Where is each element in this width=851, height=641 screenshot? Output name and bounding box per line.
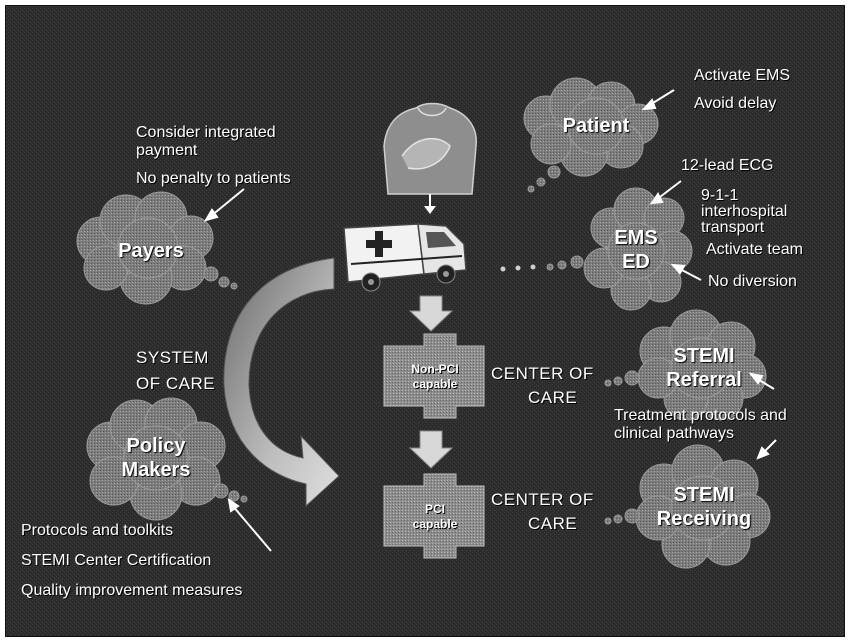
slide-frame: Patient Payers EMS ED Policy Makers STEM…: [5, 5, 845, 637]
system-of-care-line-2: OF CARE: [136, 374, 216, 393]
patient-cloud: [523, 77, 659, 193]
stemi-receiving-cloud: [604, 444, 771, 569]
treatment-note-1: Treatment protocols and: [614, 407, 787, 424]
policy-note-certification: STEMI Center Certification: [21, 552, 212, 569]
ems-note-transport: transport: [701, 219, 765, 236]
down-arrow-icon: [408, 295, 454, 332]
non-pci-label-2: capable: [412, 377, 458, 391]
treatment-note-2: clinical pathways: [614, 425, 735, 442]
payer-note-payment: payment: [136, 142, 198, 159]
dotted-trail: [500, 264, 536, 272]
system-of-care-line-1: SYSTEM: [136, 348, 209, 367]
stemi-referral-label-1: STEMI: [673, 345, 735, 367]
payer-note-consider: Consider integrated: [136, 124, 276, 141]
policy-cloud-label: Policy: [126, 435, 186, 457]
makers-cloud-label: Makers: [121, 459, 191, 481]
policy-note-protocols: Protocols and toolkits: [21, 522, 174, 539]
pci-label-2: capable: [412, 517, 458, 531]
stemi-receiving-label-2: Receiving: [656, 508, 752, 530]
ems-note-ecg: 12-lead ECG: [681, 157, 774, 174]
stemi-referral-label-2: Referral: [666, 369, 742, 391]
payers-cloud-label: Payers: [118, 240, 184, 262]
patient-note-avoid-delay: Avoid delay: [694, 95, 777, 112]
center-of-care-upper-1: CENTER OF: [491, 364, 594, 383]
ambulance-icon: [343, 223, 467, 292]
diagram-graphics: [6, 6, 844, 636]
ems-note-no-diversion: No diversion: [708, 273, 797, 290]
center-of-care-lower-1: CENTER OF: [491, 490, 594, 509]
center-of-care-upper-2: CARE: [528, 388, 578, 407]
pci-cross: [383, 473, 485, 559]
patient-cloud-label: Patient: [562, 115, 630, 137]
payers-cloud: [76, 191, 238, 305]
policy-note-quality: Quality improvement measures: [21, 582, 243, 599]
down-arrow-icon: [408, 430, 454, 469]
non-pci-label-1: Non-PCI: [411, 362, 459, 376]
ed-cloud-label: ED: [622, 251, 650, 273]
stemi-referral-cloud: [604, 309, 767, 421]
ems-cloud-label: EMS: [614, 227, 658, 249]
ems-note-interhospital: interhospital: [701, 203, 788, 220]
patient-note-activate-ems: Activate EMS: [694, 67, 791, 84]
patient-figure-icon: [383, 102, 477, 214]
non-pci-cross: [383, 333, 485, 419]
policy-makers-cloud: [86, 397, 248, 521]
center-of-care-lower-2: CARE: [528, 514, 578, 533]
stemi-receiving-label-1: STEMI: [673, 484, 735, 506]
payer-note-no-penalty: No penalty to patients: [136, 170, 291, 187]
ems-note-activate-team: Activate team: [706, 241, 803, 258]
ems-ed-cloud: [546, 187, 693, 311]
ems-note-911: 9-1-1: [701, 187, 739, 204]
pci-label-1: PCI: [424, 502, 445, 516]
annotation-arrows: [203, 89, 777, 552]
system-curve-arrow-icon: [223, 257, 340, 508]
